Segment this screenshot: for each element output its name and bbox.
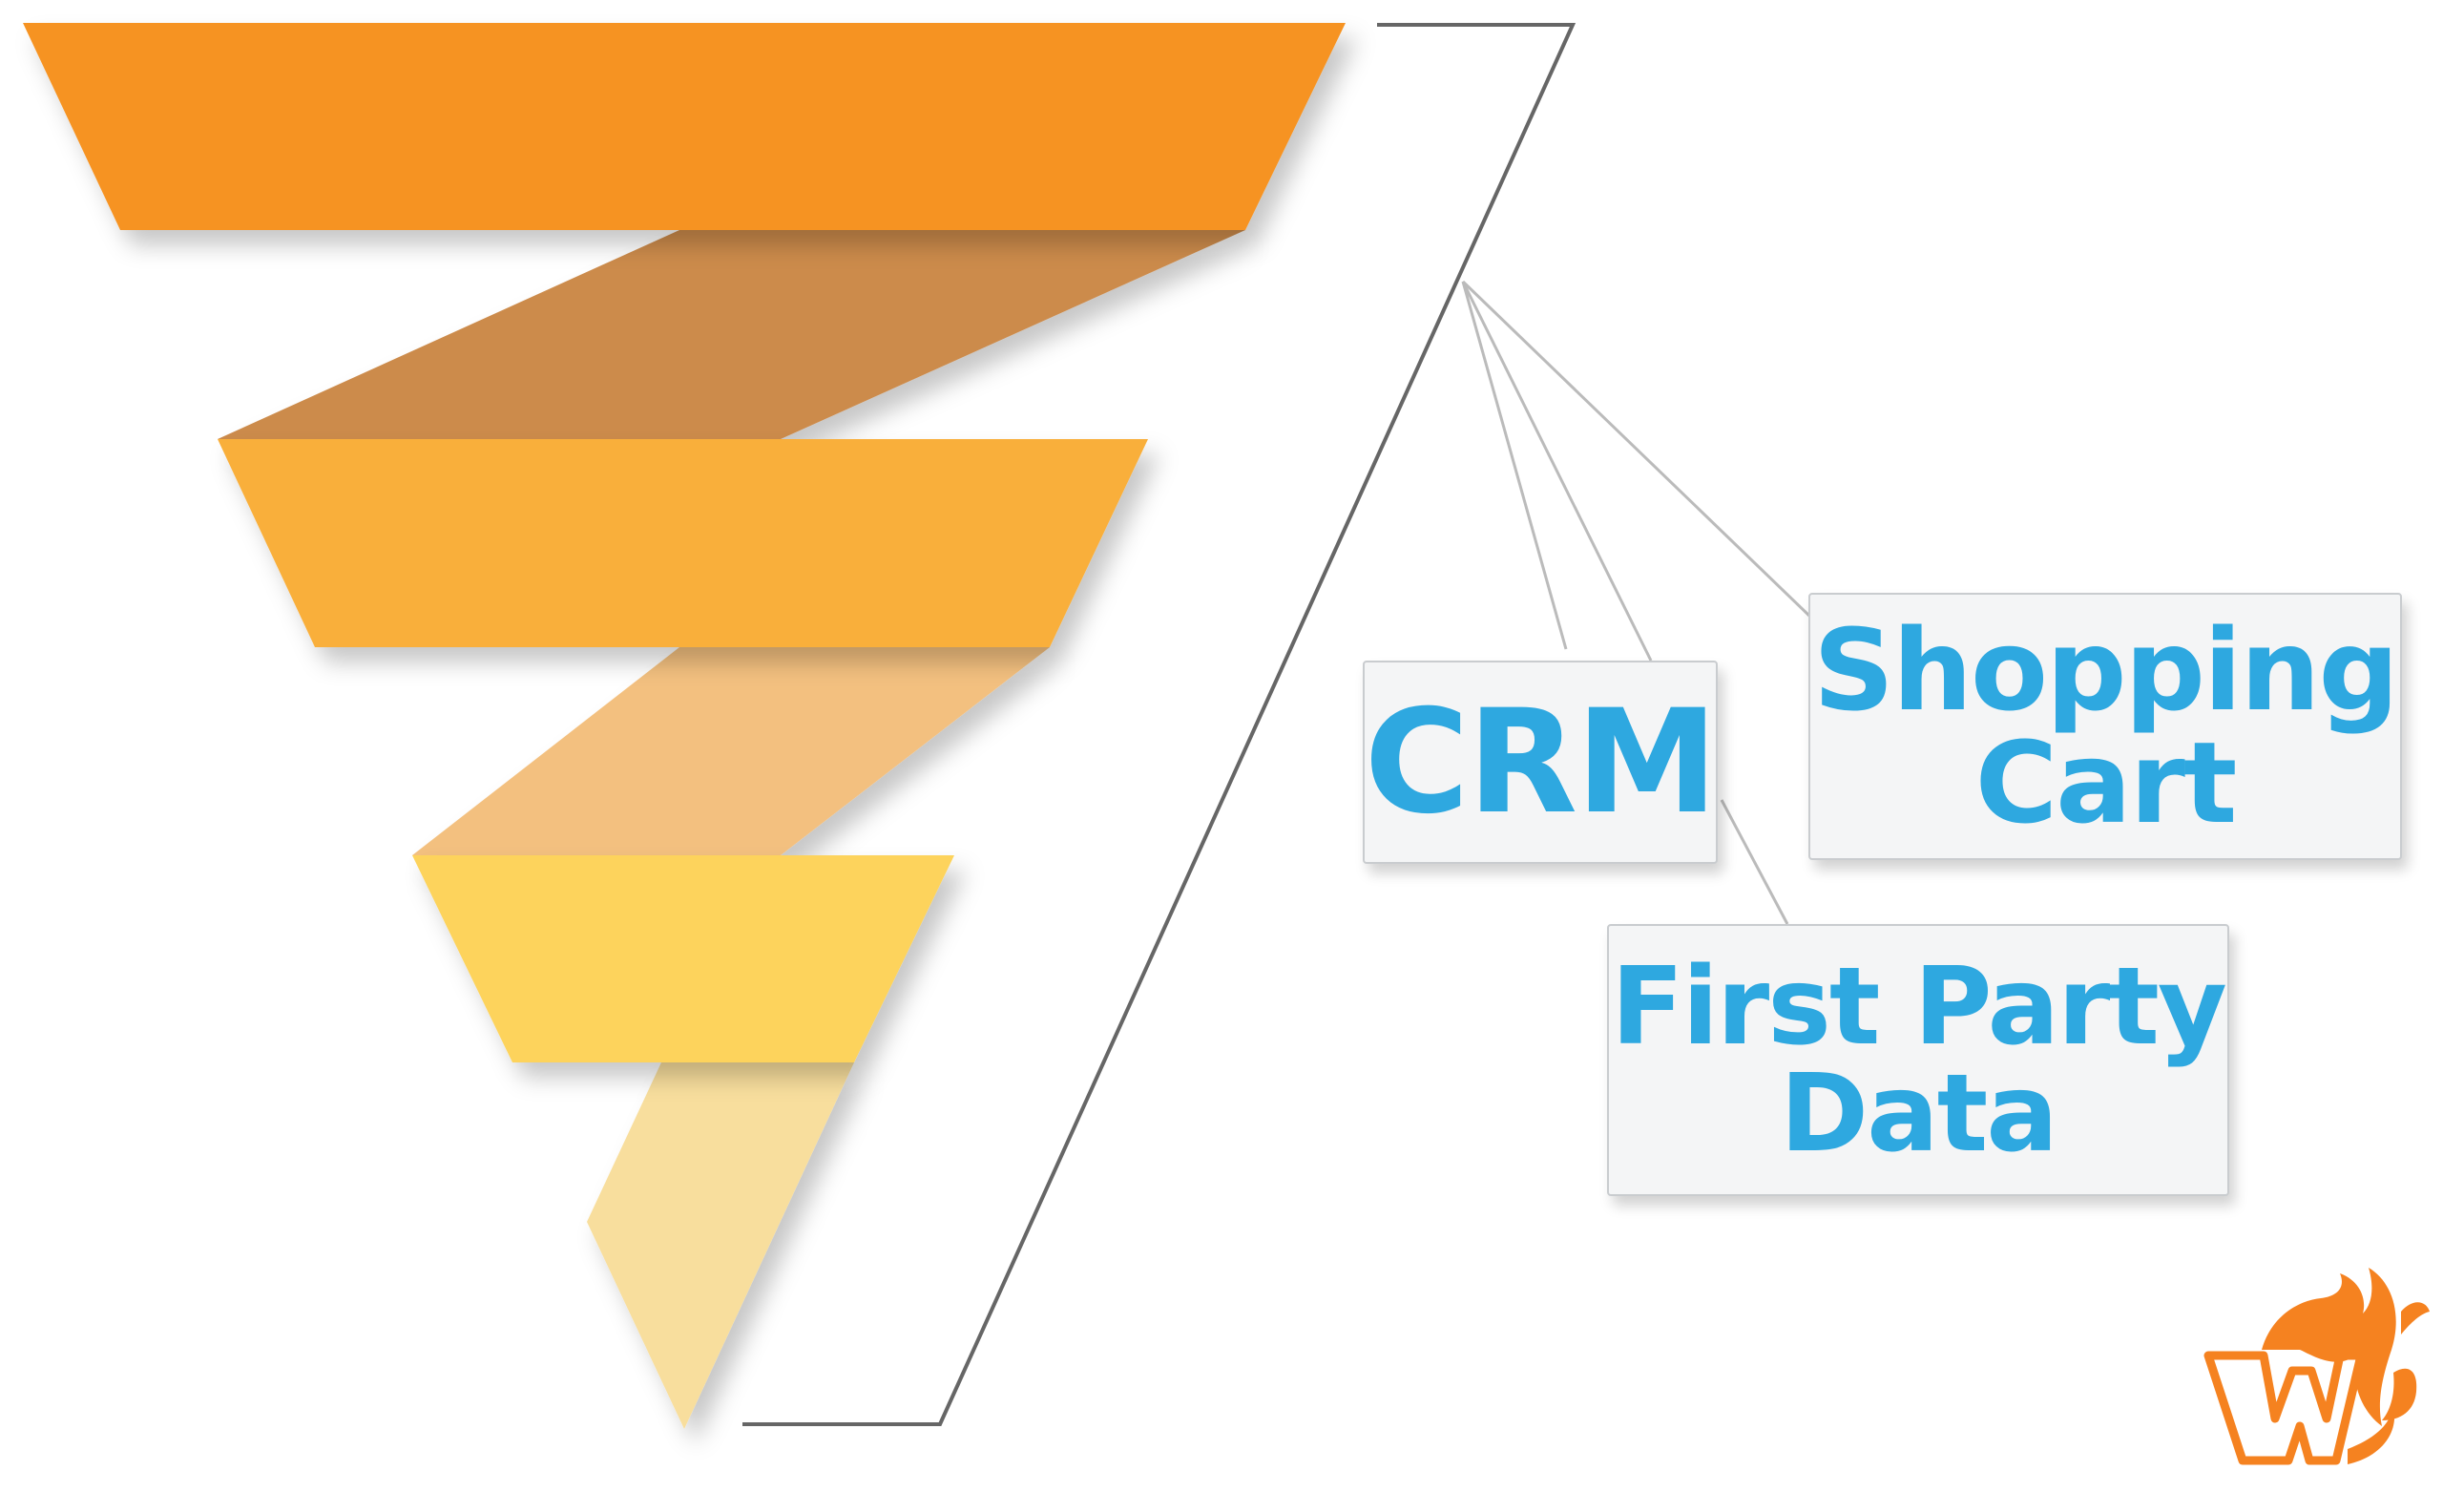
funnel-tier-2 <box>218 439 1148 647</box>
connector-crm <box>1461 281 1568 650</box>
crm-label-box: CRM <box>1363 661 1718 864</box>
first-party-data-label-line-1: First Party <box>1611 944 2227 1069</box>
shopping-cart-label-box: Shopping Cart <box>1808 593 2402 860</box>
funnel-tier-3 <box>412 855 954 1062</box>
funnel-tier-1 <box>23 23 1346 230</box>
first-party-data-label-line-2: Data <box>1780 1051 2058 1176</box>
shopping-cart-label-line-2: Cart <box>1974 717 2238 849</box>
connector-lines <box>1461 280 1812 925</box>
shopping-cart-label-line-1: Shopping <box>1813 604 2399 736</box>
crm-label: CRM <box>1364 679 1719 846</box>
first-party-data-label: First Party Data <box>1611 944 2227 1176</box>
funnel-fold-3 <box>587 1062 854 1429</box>
flame-w-logo-icon <box>2203 1268 2430 1465</box>
funnel-fold-2 <box>412 647 1050 855</box>
funnel-fold-1 <box>218 230 1245 439</box>
connector-first-party-lower <box>1720 799 1789 925</box>
first-party-data-label-box: First Party Data <box>1607 924 2229 1196</box>
shopping-cart-label: Shopping Cart <box>1813 604 2399 849</box>
funnel-ribbon <box>23 23 1346 1429</box>
connector-first-party <box>1461 281 1653 662</box>
connector-cart <box>1461 280 1812 619</box>
bracket <box>742 23 1577 1426</box>
